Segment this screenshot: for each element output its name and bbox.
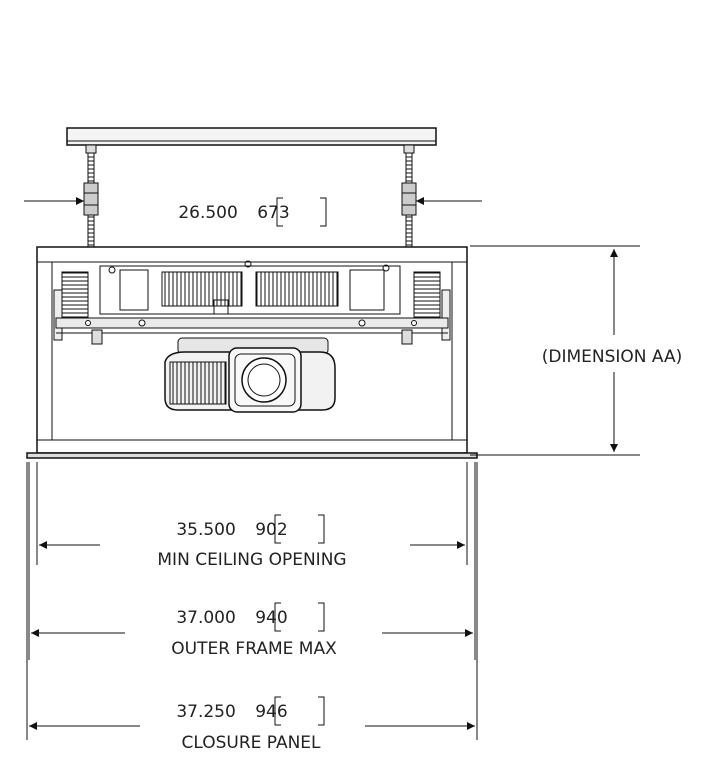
closure-panel-metric: 946: [255, 702, 287, 722]
closure-panel-value: 37.250: [176, 702, 235, 722]
svg-text:26.500 673: 26.500 673: [178, 203, 289, 223]
ceiling-opening-caption: MIN CEILING OPENING: [157, 550, 346, 570]
svg-text:37.250 946: 37.250 946: [176, 702, 287, 722]
spring-stack-left: [53, 271, 89, 341]
mount-spacing-value: 26.500: [178, 203, 237, 223]
projector-body: [164, 337, 336, 413]
outer-frame-value: 37.000: [176, 608, 235, 628]
projector-crossbar: [55, 317, 449, 345]
spring-stack-right: [413, 271, 451, 341]
mount-spacing-metric: 673: [257, 203, 289, 223]
ceiling-opening-metric: 902: [255, 520, 287, 540]
dimension-aa: (DIMENSION AA): [470, 245, 683, 456]
mount-spacing-dimension: 26.500 673: [24, 197, 482, 227]
threaded-rod-left: [83, 144, 99, 248]
outer-frame-caption: OUTER FRAME MAX: [171, 639, 337, 659]
ceiling-trim: [26, 452, 478, 459]
svg-text:37.000 940: 37.000 940: [176, 608, 287, 628]
extension-lines: [26, 462, 478, 740]
threaded-rod-right: [401, 144, 417, 248]
ceiling-opening-dimension: 35.500 902 MIN CEILING OPENING: [39, 514, 465, 570]
ceiling-opening-value: 35.500: [176, 520, 235, 540]
svg-text:35.500 902: 35.500 902: [176, 520, 287, 540]
dimension-aa-label: (DIMENSION AA): [542, 347, 683, 367]
closure-panel-caption: CLOSURE PANEL: [181, 733, 321, 753]
closure-panel-dimension: 37.250 946 CLOSURE PANEL: [29, 696, 475, 753]
outer-frame-dimension: 37.000 940 OUTER FRAME MAX: [31, 602, 473, 659]
ceiling-mount-plate: [66, 127, 437, 146]
outer-frame-metric: 940: [255, 608, 287, 628]
lift-mechanism: [99, 260, 401, 315]
